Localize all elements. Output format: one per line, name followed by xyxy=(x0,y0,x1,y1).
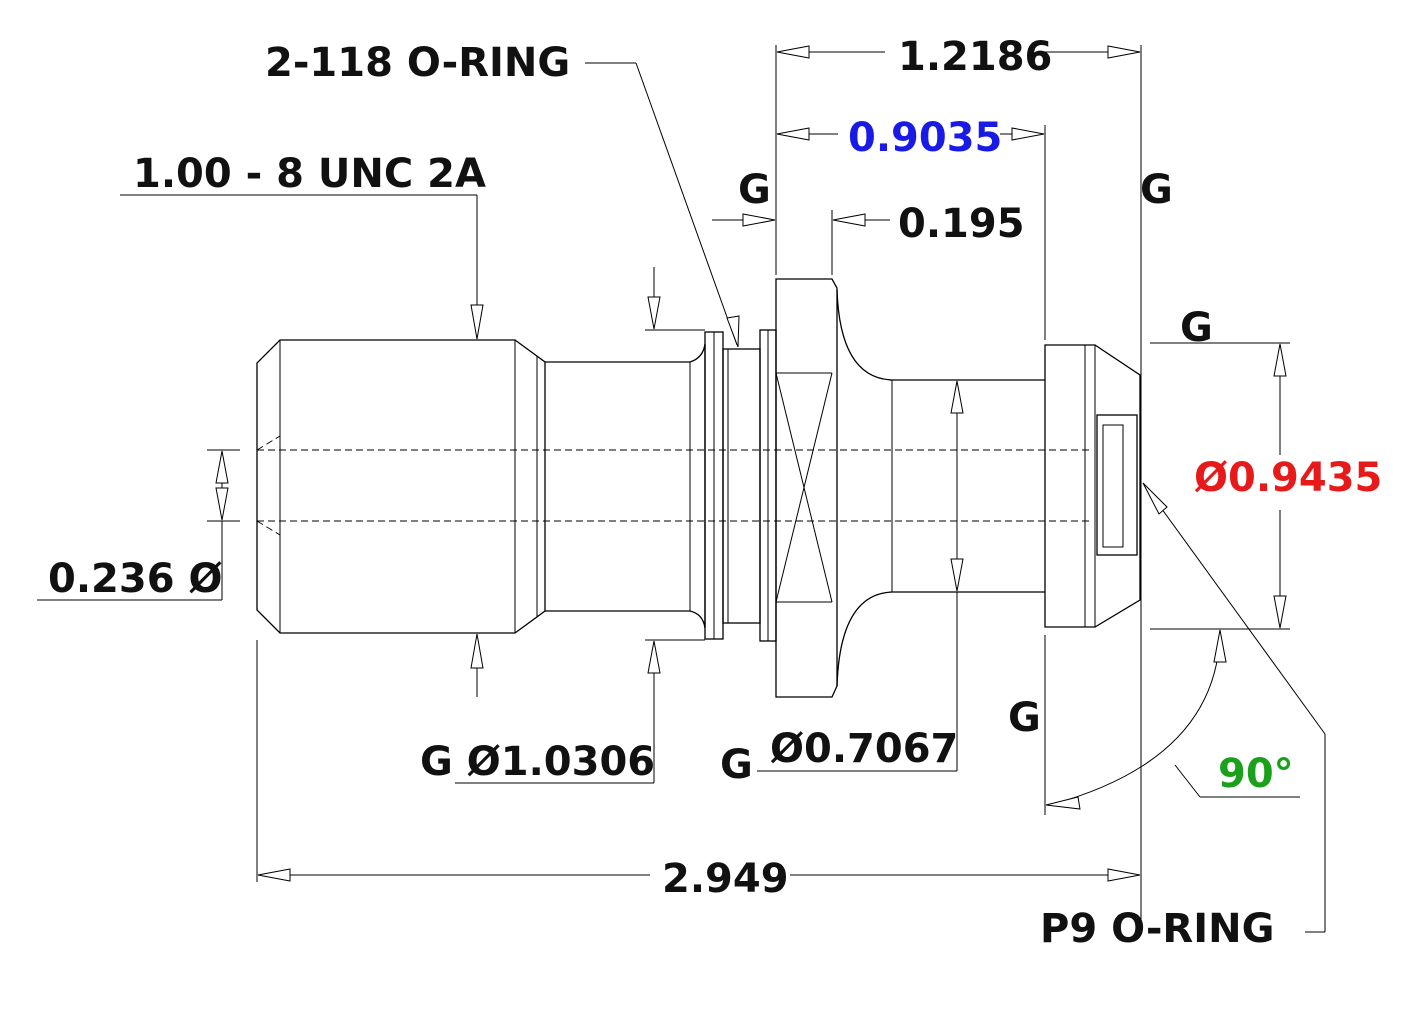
length-1-2186-label: 1.2186 xyxy=(898,34,1052,80)
dimension-lines xyxy=(37,45,1326,935)
g-0-7067-label: G xyxy=(720,742,753,788)
length-0-9035-label: 0.9035 xyxy=(848,115,1002,161)
part-outline xyxy=(256,278,1141,698)
o-ring-118-label: 2-118 O-RING xyxy=(265,40,570,86)
length-0-195-label: 0.195 xyxy=(898,201,1025,247)
g-right-top-label: G xyxy=(1140,167,1173,213)
bore-diameter-label: 0.236 Ø xyxy=(48,556,222,602)
overall-length-label: 2.949 xyxy=(662,856,789,902)
arrowheads xyxy=(215,45,1287,882)
g-flange-left-label: G xyxy=(738,167,771,213)
o-ring-p9-label: P9 O-RING xyxy=(1040,906,1274,952)
thread-spec-label: 1.00 - 8 UNC 2A xyxy=(133,151,486,197)
diameter-1-0306-label: G Ø1.0306 xyxy=(420,739,655,785)
g-head-bottom-label: G xyxy=(1008,695,1041,741)
angle-90-label: 90° xyxy=(1218,751,1294,797)
labels: 2-118 O-RING 1.00 - 8 UNC 2A 0.236 Ø G Ø… xyxy=(48,34,1382,952)
diameter-0-7067-label: Ø0.7067 xyxy=(770,726,958,772)
g-head-top-label: G xyxy=(1180,305,1213,351)
diameter-0-9435-label: Ø0.9435 xyxy=(1194,455,1382,501)
